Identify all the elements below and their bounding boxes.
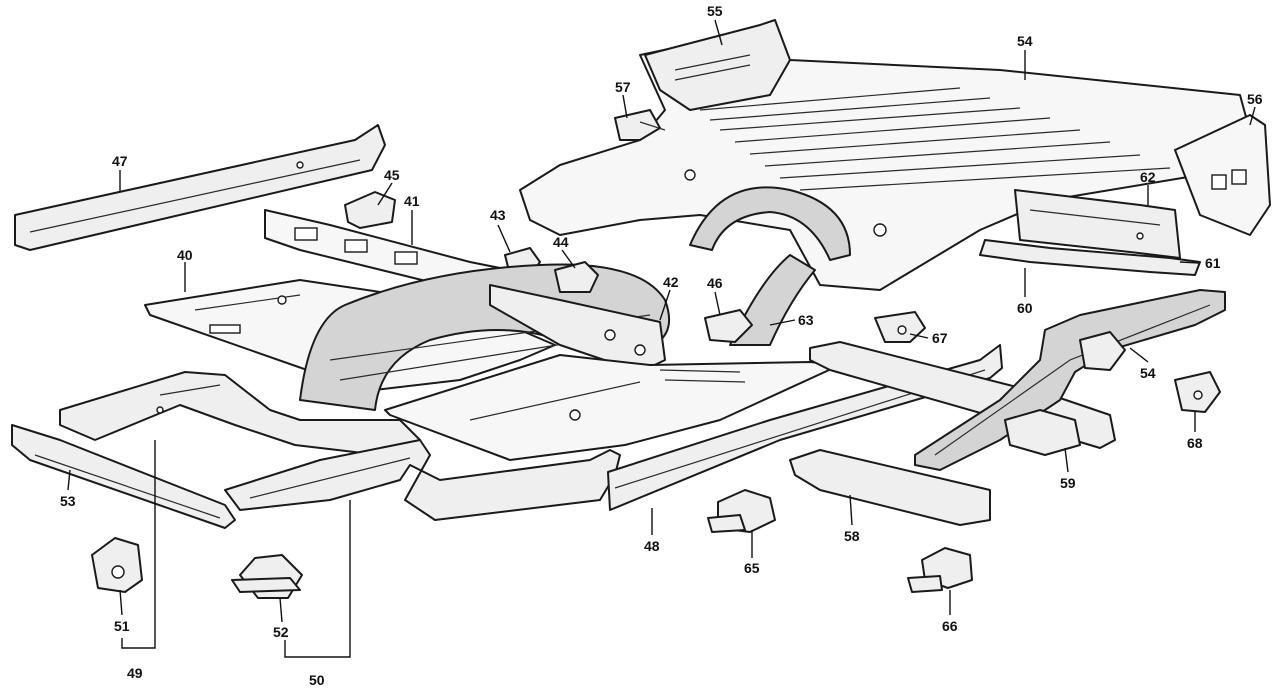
floor-panel-part-50 xyxy=(224,439,621,521)
callout-56: 56 xyxy=(1247,91,1263,107)
callout-51: 51 xyxy=(114,618,130,634)
callout-57: 57 xyxy=(615,79,631,95)
callout-47: 47 xyxy=(112,153,128,169)
callout-62: 62 xyxy=(1140,169,1156,185)
callout-50: 50 xyxy=(309,672,325,688)
callout-labels: 47 40 41 45 43 44 42 46 55 54 56 57 62 6… xyxy=(60,3,1263,688)
callout-52: 52 xyxy=(273,624,289,640)
callout-55: 55 xyxy=(707,3,723,19)
bracket-part-51 xyxy=(91,537,143,593)
callout-61: 61 xyxy=(1205,255,1221,271)
callout-59: 59 xyxy=(1060,475,1076,491)
callout-40: 40 xyxy=(177,247,193,263)
rear-quarter-panel-part-56 xyxy=(1174,114,1271,236)
bracket-part-46 xyxy=(704,309,753,343)
bracket-part-67 xyxy=(874,311,926,343)
callout-46: 46 xyxy=(707,275,723,291)
callout-48: 48 xyxy=(644,538,660,554)
callout-63: 63 xyxy=(798,312,814,328)
bracket-part-68 xyxy=(1174,371,1221,413)
rear-quarter-panel-part-55 xyxy=(644,19,791,111)
main-floor-pan xyxy=(384,354,841,461)
callout-54-top: 54 xyxy=(1017,33,1033,49)
bracket-part-66 xyxy=(907,547,973,593)
callout-41: 41 xyxy=(404,193,420,209)
leader-lines xyxy=(67,19,1256,658)
callout-54-bottom: 54 xyxy=(1140,365,1156,381)
callout-66: 66 xyxy=(942,618,958,634)
sill-rail-part-47 xyxy=(14,124,386,251)
callout-45: 45 xyxy=(384,167,400,183)
rear-bracket-part-61-62 xyxy=(1014,189,1181,259)
crossmember-part-59 xyxy=(1004,409,1081,456)
callout-49: 49 xyxy=(127,665,143,681)
bracket-part-52 xyxy=(231,554,303,599)
bracket-part-44 xyxy=(554,261,599,293)
callout-60: 60 xyxy=(1017,300,1033,316)
callout-65: 65 xyxy=(744,560,760,576)
callout-68: 68 xyxy=(1187,435,1203,451)
bracket-part-58 xyxy=(789,449,991,526)
bracket-part-45 xyxy=(344,191,396,229)
callout-43: 43 xyxy=(490,207,506,223)
callout-42: 42 xyxy=(663,274,679,290)
sill-part-53 xyxy=(11,424,236,529)
callout-67: 67 xyxy=(932,330,948,346)
bracket-part-65 xyxy=(707,489,776,533)
rear-frame-rail-part-64 xyxy=(914,289,1226,471)
callout-44: 44 xyxy=(553,234,569,250)
rear-crossmember-part-60 xyxy=(979,239,1201,276)
callout-58: 58 xyxy=(844,528,860,544)
callout-53: 53 xyxy=(60,493,76,509)
